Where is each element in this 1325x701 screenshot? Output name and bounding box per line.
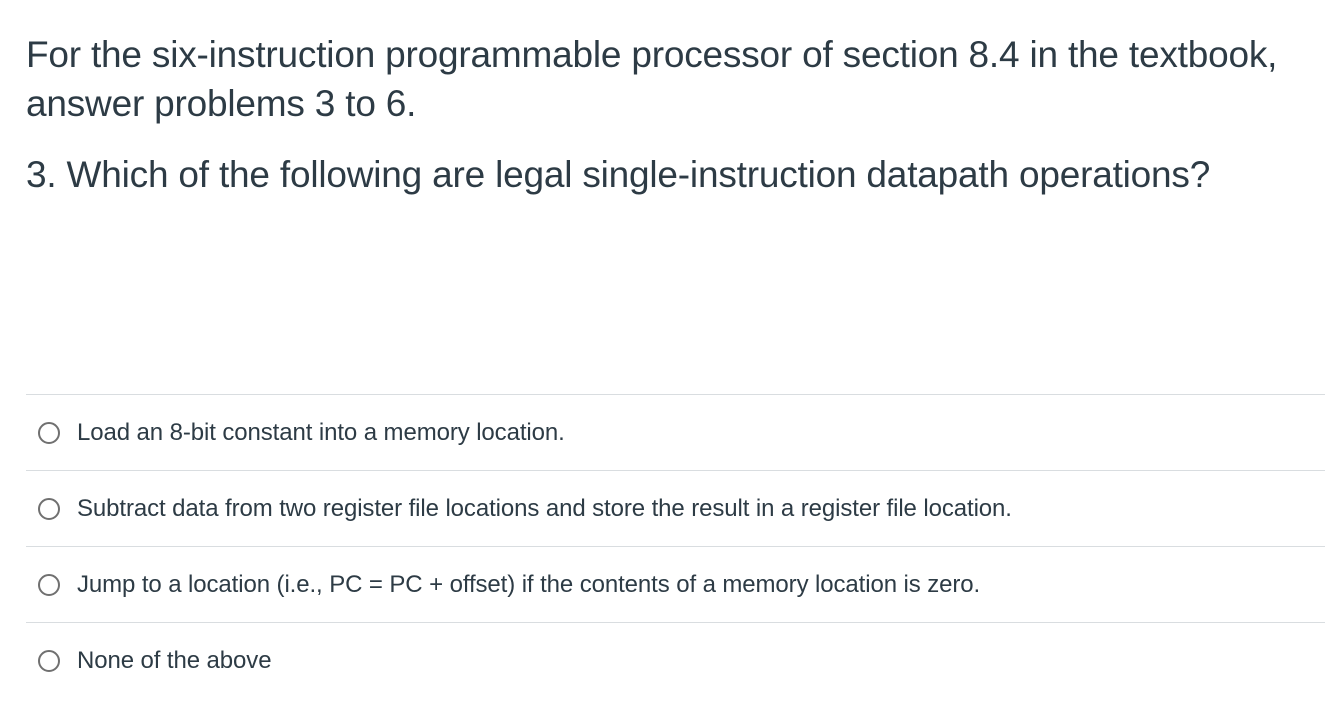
radio-button[interactable] — [38, 421, 60, 444]
radio-button[interactable] — [38, 649, 60, 672]
question-text: For the six-instruction programmable pro… — [26, 30, 1321, 199]
answer-option-4[interactable]: None of the above — [26, 623, 1325, 698]
answer-list: Load an 8-bit constant into a memory loc… — [26, 394, 1325, 698]
radio-button[interactable] — [38, 573, 60, 596]
radio-button[interactable] — [38, 497, 60, 520]
answer-label[interactable]: Jump to a location (i.e., PC = PC + offs… — [77, 570, 981, 598]
answer-option-2[interactable]: Subtract data from two register file loc… — [26, 471, 1325, 547]
answer-option-3[interactable]: Jump to a location (i.e., PC = PC + offs… — [26, 547, 1325, 623]
question-prompt: 3. Which of the following are legal sing… — [26, 154, 1211, 195]
question-intro: For the six-instruction programmable pro… — [26, 34, 1278, 124]
answer-label[interactable]: None of the above — [77, 646, 272, 674]
answer-label[interactable]: Subtract data from two register file loc… — [77, 494, 1012, 522]
answer-label[interactable]: Load an 8-bit constant into a memory loc… — [77, 418, 565, 446]
answer-option-1[interactable]: Load an 8-bit constant into a memory loc… — [26, 395, 1325, 471]
